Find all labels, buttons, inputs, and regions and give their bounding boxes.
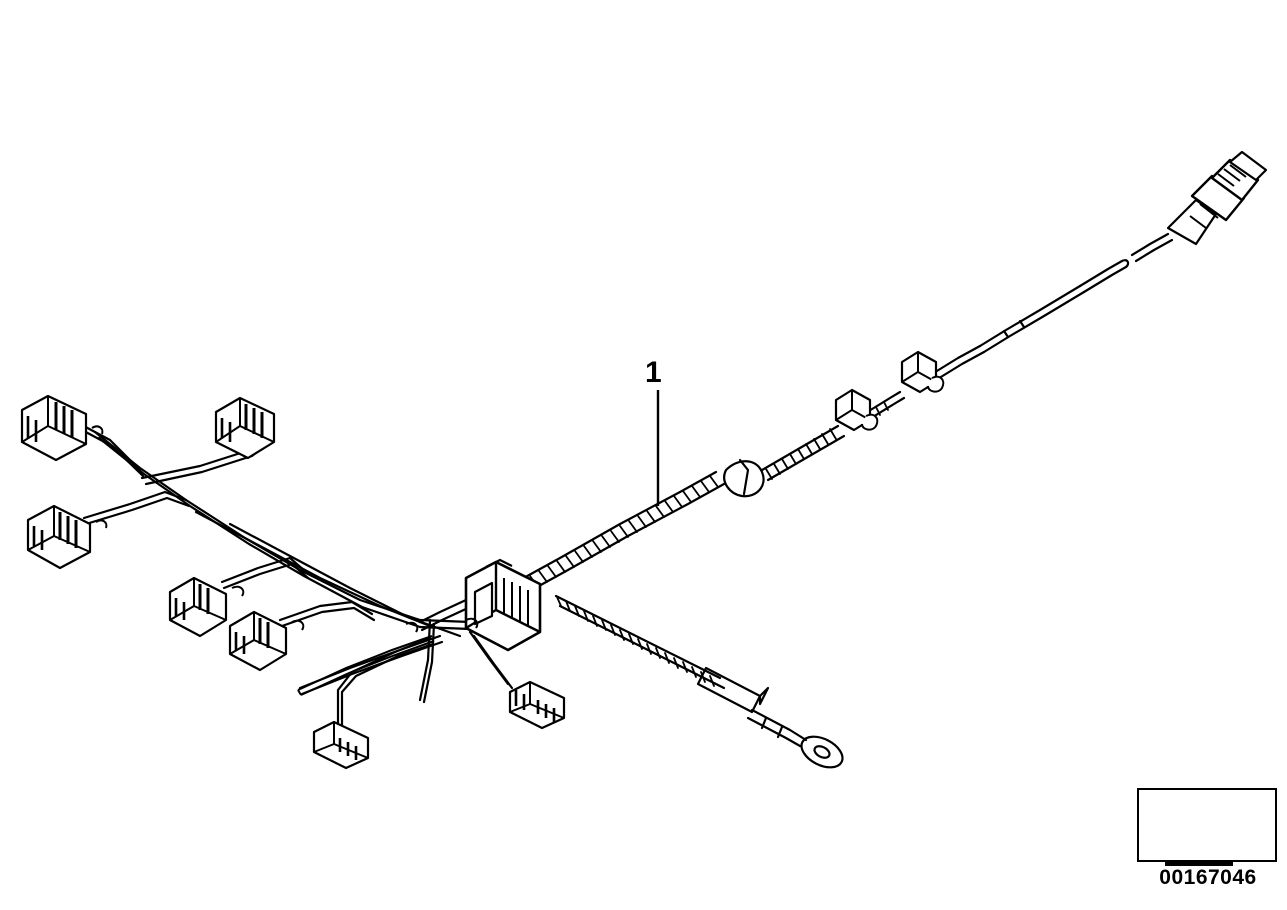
connector-bottom-center <box>508 680 566 730</box>
callout-number-1: 1 <box>645 356 662 389</box>
grommet-bulkhead-center <box>464 558 542 652</box>
inline-connector-a <box>834 388 879 432</box>
inline-connector-b <box>900 350 945 394</box>
diagram-id-label: 00167046 <box>1159 866 1257 889</box>
connector-upper-left <box>20 394 88 462</box>
harness-cables <box>78 232 1174 769</box>
connector-bottom-left <box>312 720 370 770</box>
bare-wire-lead <box>297 635 435 696</box>
connector-lower-left-b <box>228 610 288 672</box>
connector-mid-left <box>26 504 92 570</box>
bent-arrow-icon-box <box>1137 788 1277 862</box>
diagram-footer: 00167046 <box>1137 788 1279 898</box>
wire-stubs <box>91 425 479 633</box>
connector-upper-right <box>214 396 276 460</box>
connector-lower-left-a <box>168 576 228 638</box>
screw-connector-top-right <box>1166 150 1268 246</box>
